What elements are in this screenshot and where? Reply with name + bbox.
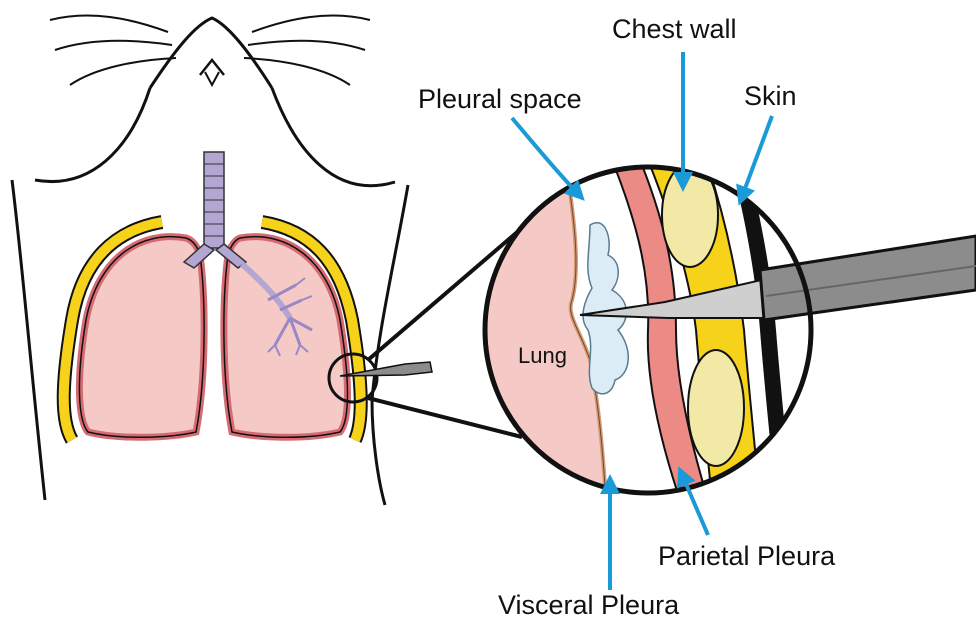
- label-skin: Skin: [744, 81, 797, 111]
- arrow-pleural-space: [512, 118, 582, 198]
- label-visceral-pleura: Visceral Pleura: [498, 590, 680, 620]
- arrow-skin: [740, 116, 772, 202]
- magnified-view: [480, 160, 820, 500]
- label-parietal-pleura: Parietal Pleura: [658, 541, 836, 571]
- label-pleural-space: Pleural space: [418, 84, 582, 114]
- label-lung: Lung: [518, 343, 567, 368]
- needle-hub: [760, 236, 976, 320]
- label-chest-wall: Chest wall: [612, 14, 737, 44]
